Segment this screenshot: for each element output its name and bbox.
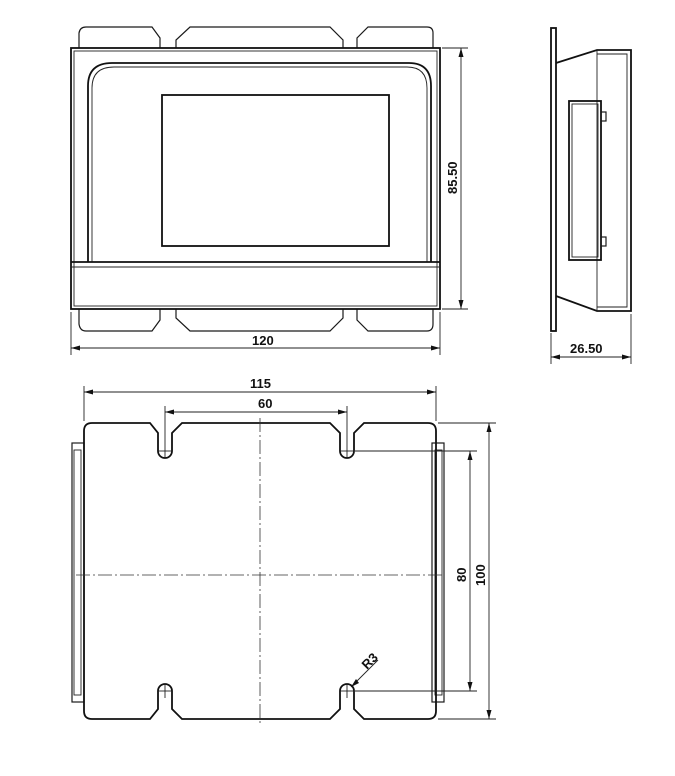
dim-label-cutout-width: 115 bbox=[250, 376, 271, 391]
dim-label-hole-radius: R3 bbox=[359, 650, 381, 672]
side-body bbox=[555, 49, 632, 312]
dim-label-side-depth: 26.50 bbox=[570, 341, 603, 356]
front-housing-inner bbox=[73, 50, 438, 307]
top-tab-center bbox=[175, 26, 344, 48]
dim-label-front-height: 85.50 bbox=[445, 161, 460, 194]
panel-cutout-view: 115 60 80 100 R3 bbox=[71, 376, 496, 724]
side-view: 26.50 bbox=[550, 27, 632, 364]
bottom-tab-center bbox=[175, 309, 344, 332]
dim-label-hole-spacing-h: 60 bbox=[258, 396, 272, 411]
dim-label-front-width: 120 bbox=[252, 333, 274, 348]
dim-label-cutout-height: 100 bbox=[473, 564, 488, 586]
hole-center-marks bbox=[158, 444, 354, 698]
side-connector-inner bbox=[571, 103, 599, 258]
rail-right-outer bbox=[431, 442, 445, 703]
side-front-plate bbox=[550, 27, 557, 332]
rail-right-inner bbox=[434, 449, 443, 696]
dim-label-hole-spacing-v: 80 bbox=[454, 568, 469, 582]
display-screen bbox=[161, 94, 390, 247]
rail-left-inner bbox=[73, 449, 82, 696]
side-connector bbox=[568, 100, 602, 261]
top-tab-left bbox=[78, 26, 161, 48]
connector-latch-bottom bbox=[600, 236, 607, 247]
front-view: 120 85.50 bbox=[70, 26, 468, 355]
front-bezel bbox=[87, 62, 432, 262]
side-body-inner bbox=[597, 53, 628, 308]
front-housing-outer bbox=[70, 47, 441, 310]
top-tab-right bbox=[356, 26, 434, 48]
bottom-tab-right bbox=[356, 309, 434, 332]
front-bezel-inner bbox=[91, 66, 428, 262]
bottom-tab-left bbox=[78, 309, 161, 332]
connector-latch-top bbox=[600, 111, 607, 122]
cutout-outline bbox=[83, 422, 437, 720]
